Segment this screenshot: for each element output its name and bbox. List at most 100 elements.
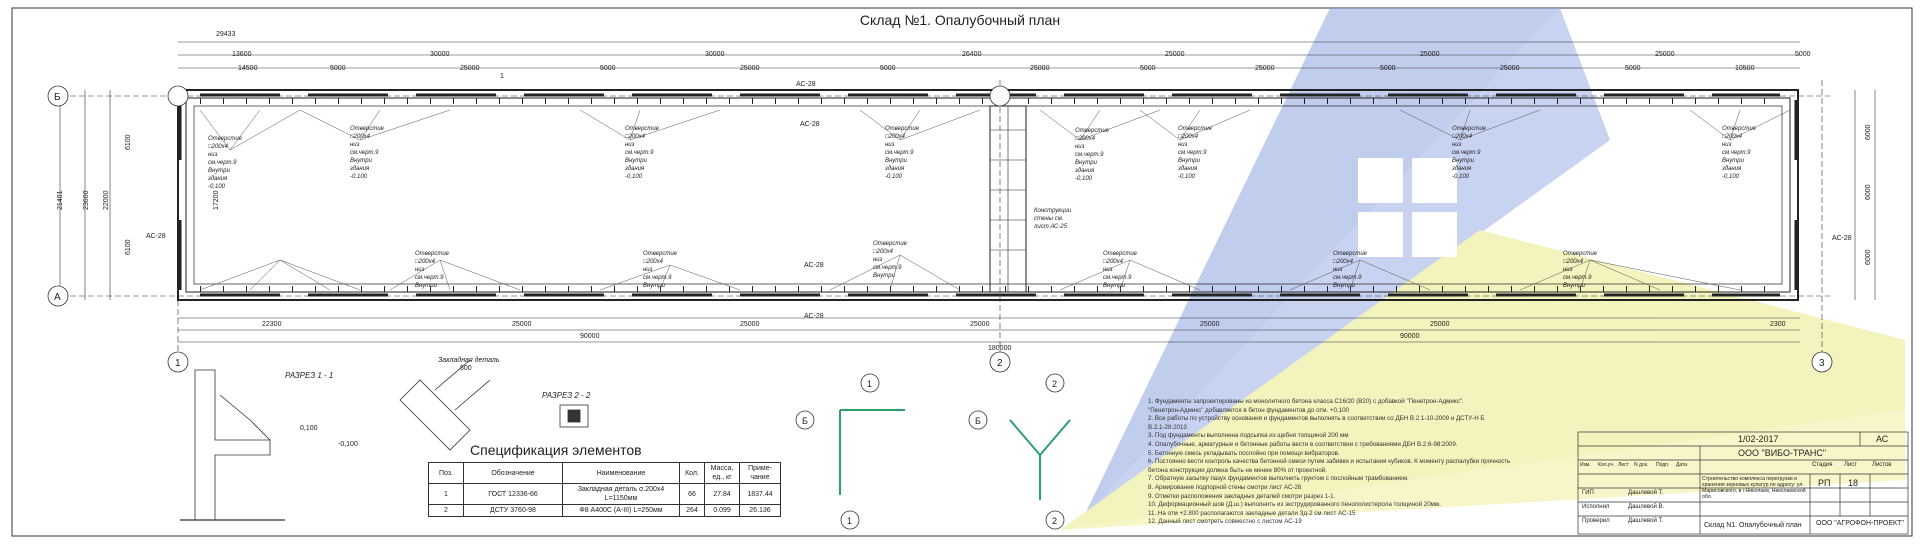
svg-text:-0,100: -0,100 <box>1452 174 1470 180</box>
svg-text:Б: Б <box>802 416 808 426</box>
svg-text:6000: 6000 <box>1865 249 1872 265</box>
svg-text:Внутри: Внутри <box>1103 283 1126 289</box>
stamp-col-count: Кол.уч <box>1598 462 1613 468</box>
svg-text:□200х4: □200х4 <box>643 259 664 265</box>
spec-col-qty: Кол. <box>679 462 705 484</box>
spec-col-designation: Обозначение <box>463 462 563 484</box>
svg-text:6000: 6000 <box>1865 184 1872 200</box>
spec-col-note: Приме-чание <box>739 462 781 484</box>
svg-text:2: 2 <box>1052 516 1057 526</box>
svg-text:см.черт.9: см.черт.9 <box>1563 275 1592 281</box>
svg-text:Отверстие: Отверстие <box>1563 251 1598 257</box>
svg-text:25000: 25000 <box>1165 51 1185 58</box>
svg-text:см.черт.9: см.черт.9 <box>415 275 444 281</box>
svg-text:-0,100: -0,100 <box>1075 176 1093 182</box>
svg-text:Внутри: Внутри <box>643 283 666 289</box>
svg-text:РАЗРЕЗ 1 - 1: РАЗРЕЗ 1 - 1 <box>285 371 333 380</box>
stamp-designer: ООО "АГРОФОН-ПРОЕКТ" <box>1816 520 1904 527</box>
stamp-sheet-name: Склад N1. Опалубочный план <box>1704 522 1802 529</box>
svg-text:□200х4: □200х4 <box>1103 259 1124 265</box>
svg-text:Отверстие: Отверстие <box>873 241 908 247</box>
svg-text:14500: 14500 <box>238 65 258 72</box>
note-line: 4. Опалубочные, арматурные и бетонные ра… <box>1148 440 1458 448</box>
svg-text:см.черт.9: см.черт.9 <box>625 150 654 156</box>
dim-top-total-2: 26400 <box>962 51 982 58</box>
svg-text:Отверстие: Отверстие <box>208 136 243 142</box>
svg-text:5000: 5000 <box>880 65 896 72</box>
svg-text:см.черт.9: см.черт.9 <box>643 275 672 281</box>
svg-text:Отверстие: Отверстие <box>625 126 660 132</box>
note-line: 11. На отм +2.800 располагаются закладны… <box>1148 509 1356 517</box>
svg-text:□200х4: □200х4 <box>350 134 371 140</box>
note-line: 9. Отметки расположения закладных детале… <box>1148 492 1336 500</box>
svg-text:здания: здания <box>1074 168 1095 174</box>
svg-text:см.черт.9: см.черт.9 <box>1333 275 1362 281</box>
svg-text:□200х4: □200х4 <box>1075 136 1096 142</box>
axis-bubbles <box>47 85 1833 373</box>
svg-text:Отверстие: Отверстие <box>1075 128 1110 134</box>
dim-top-total-1: 29433 <box>216 31 236 38</box>
svg-text:низ: низ <box>1722 142 1732 148</box>
svg-text:1: 1 <box>847 516 852 526</box>
svg-text:Отверстие: Отверстие <box>1333 251 1368 257</box>
svg-text:лист АС-25: лист АС-25 <box>1033 224 1068 230</box>
svg-text:□200х4: □200х4 <box>625 134 646 140</box>
svg-text:здания: здания <box>1721 166 1742 172</box>
svg-text:25000: 25000 <box>460 65 480 72</box>
svg-text:низ: низ <box>1178 142 1188 148</box>
svg-text:□200х4: □200х4 <box>208 144 229 150</box>
svg-text:АС-28: АС-28 <box>1832 235 1852 242</box>
svg-text:РАЗРЕЗ 2 - 2: РАЗРЕЗ 2 - 2 <box>542 391 591 400</box>
svg-text:низ: низ <box>643 267 653 273</box>
stamp-col-date: Дата <box>1676 462 1688 468</box>
svg-text:1: 1 <box>500 73 504 80</box>
svg-text:Б: Б <box>54 92 61 103</box>
svg-text:5000: 5000 <box>600 65 616 72</box>
svg-text:0,100: 0,100 <box>300 425 318 432</box>
drawing-labels: 29433 26400 13600 30000 30000 25000 2500… <box>54 31 1872 526</box>
svg-text:Внутри: Внутри <box>873 273 896 279</box>
axis-1-top-bubble <box>167 85 189 107</box>
svg-text:см.черт.9: см.черт.9 <box>1178 150 1207 156</box>
svg-text:здания: здания <box>349 166 370 172</box>
svg-text:6100: 6100 <box>125 239 132 255</box>
stamp-name: Дашлевой Т. <box>1628 518 1664 524</box>
stamp-role: ГИП <box>1582 490 1594 496</box>
note-line: 12. Данный лист смотреть совместно с лис… <box>1148 518 1302 526</box>
axis-b-bubble <box>47 85 69 107</box>
svg-text:низ: низ <box>625 142 635 148</box>
svg-text:А: А <box>54 292 61 303</box>
sheet-title: Склад №1. Опалубочный план <box>859 12 1061 28</box>
svg-text:□200х4: □200х4 <box>873 249 894 255</box>
spec-col-name: Наименование <box>562 462 680 484</box>
svg-text:-0,100: -0,100 <box>350 174 368 180</box>
axis-1-bubble <box>167 351 189 373</box>
note-line: 6. Постоянно вести контроль качества бет… <box>1148 458 1511 466</box>
stamp-mark: АС <box>1876 434 1889 444</box>
svg-text:6100: 6100 <box>125 134 132 150</box>
svg-text:5000: 5000 <box>1140 65 1156 72</box>
svg-text:1: 1 <box>175 358 181 369</box>
svg-text:13600: 13600 <box>232 51 252 58</box>
svg-text:здания: здания <box>207 176 228 182</box>
axis-2-bubble <box>989 351 1011 373</box>
svg-text:600: 600 <box>460 365 472 372</box>
svg-text:см.черт.9: см.черт.9 <box>885 150 914 156</box>
svg-text:25000: 25000 <box>1430 321 1450 328</box>
svg-text:АС-28: АС-28 <box>800 121 820 128</box>
svg-text:Внутри: Внутри <box>1075 160 1098 166</box>
spec-title: Спецификация элементов <box>470 442 642 458</box>
stamp-sheet-header: Лист <box>1844 462 1858 468</box>
svg-text:□200х4: □200х4 <box>415 259 436 265</box>
svg-text:Отверстие: Отверстие <box>1722 126 1757 132</box>
svg-text:Внутри: Внутри <box>208 168 231 174</box>
stamp-col-doc: N док. <box>1634 462 1649 468</box>
svg-text:21401: 21401 <box>57 190 64 210</box>
svg-text:Отверстие: Отверстие <box>1103 251 1138 257</box>
svg-text:23600: 23600 <box>83 190 90 210</box>
svg-text:6000: 6000 <box>1865 124 1872 140</box>
svg-text:□200х4: □200х4 <box>1178 134 1199 140</box>
svg-text:□200х4: □200х4 <box>1452 134 1473 140</box>
svg-text:АС-28: АС-28 <box>146 233 166 240</box>
